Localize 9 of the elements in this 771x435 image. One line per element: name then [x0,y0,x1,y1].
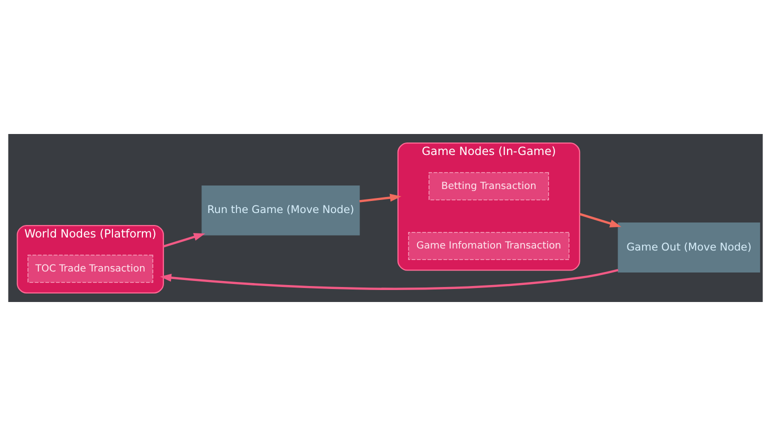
node-box: TOC Trade Transaction [28,254,154,282]
node-box: Game Infomation Transaction [408,232,570,260]
arrow [579,212,622,227]
arrow [160,268,618,290]
node-box: Run the Game (Move Node) [202,184,360,235]
node-box: Game Out (Move Node) [618,222,760,272]
node-box: Betting Transaction [428,172,549,200]
arrow [359,193,402,202]
arrow [163,232,206,247]
